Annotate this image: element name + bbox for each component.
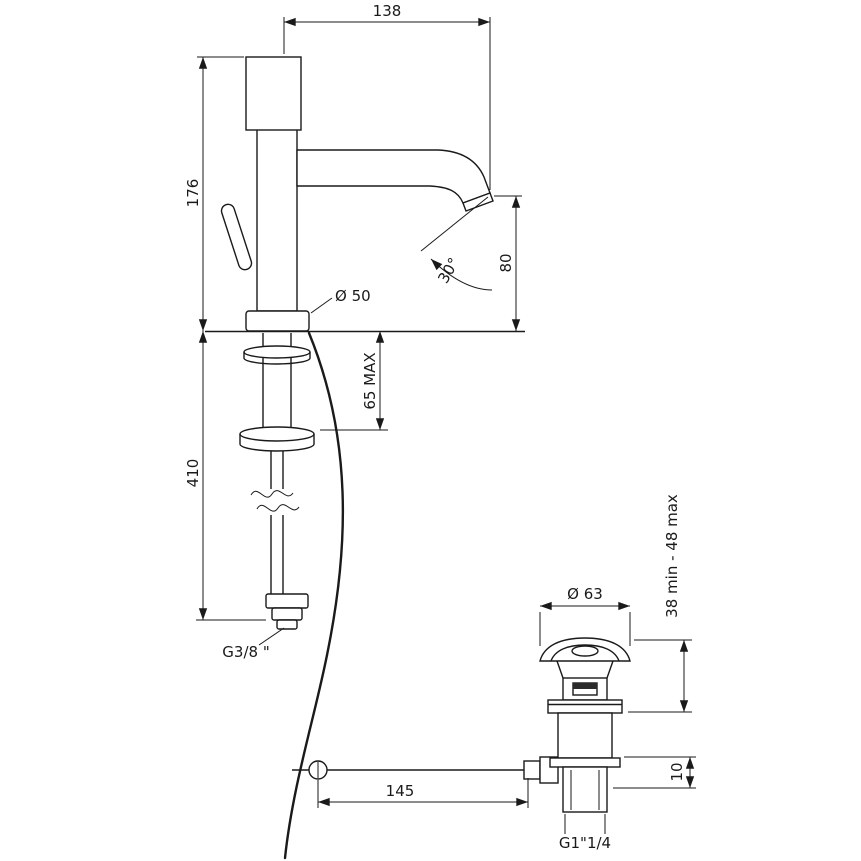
dim-spout-reach-label: 138: [373, 2, 402, 20]
dim-under-length: 410: [184, 331, 266, 621]
dim-outlet-height-label: 80: [497, 253, 515, 272]
pipe-break-symbol: [250, 490, 294, 498]
rod-drain-coupling: [523, 760, 541, 780]
dim-spout-angle-label: 30°: [434, 254, 463, 286]
faucet-base: [245, 310, 310, 332]
dim-drain-diameter: Ø 63: [539, 585, 631, 646]
drain-locking-ring: [549, 757, 621, 768]
dim-deck-max-label: 65 MAX: [361, 352, 379, 409]
dim-body-height: 176: [184, 56, 244, 331]
dim-rod-length-label: 145: [386, 782, 415, 800]
dim-spout-reach: 138: [283, 2, 491, 190]
spout-aerator: [462, 192, 494, 212]
faucet-spout: [296, 149, 491, 204]
dim-drain-thread-label: G1"1/4: [559, 834, 611, 852]
popup-rod-group: [292, 756, 559, 784]
dim-rod-length: 145: [317, 778, 529, 808]
dim-supply-thread-label: G3/8 ": [222, 643, 269, 661]
drain-group: [539, 637, 631, 813]
mounting-washer: [243, 345, 311, 359]
dim-drain-offset: 10: [613, 756, 696, 789]
drain-tailpiece: [562, 766, 608, 813]
dim-deck-max: 65 MAX: [320, 331, 388, 431]
faucet-side-lever: [220, 203, 253, 271]
dim-outlet-height: 80: [494, 195, 522, 331]
dim-body-height-label: 176: [184, 179, 202, 208]
faucet-body: [256, 127, 298, 312]
dim-drain-range-label: 38 min - 48 max: [663, 494, 681, 618]
dim-drain-range: 38 min - 48 max: [628, 494, 692, 713]
dim-under-length-label: 410: [184, 459, 202, 488]
mounting-nut: [239, 426, 315, 442]
dim-spout-angle: 30°: [420, 196, 493, 291]
drain-body: [557, 712, 613, 759]
dim-drain-thread: G1"1/4: [559, 814, 611, 852]
dim-drain-offset-label: 10: [668, 762, 686, 781]
dim-base-diameter-label: Ø 50: [335, 287, 371, 305]
dim-base-diameter: Ø 50: [310, 287, 371, 314]
supply-connector-nut: [265, 593, 309, 609]
faucet-knurled-handle: [245, 56, 302, 131]
drain-deck-flange: [547, 699, 623, 714]
mounting-group: [239, 333, 315, 630]
dim-drain-diameter-label: Ø 63: [567, 585, 603, 603]
dim-supply-thread: G3/8 ": [222, 627, 285, 661]
faucet-group: [220, 56, 494, 332]
flexible-hose: [283, 331, 345, 860]
